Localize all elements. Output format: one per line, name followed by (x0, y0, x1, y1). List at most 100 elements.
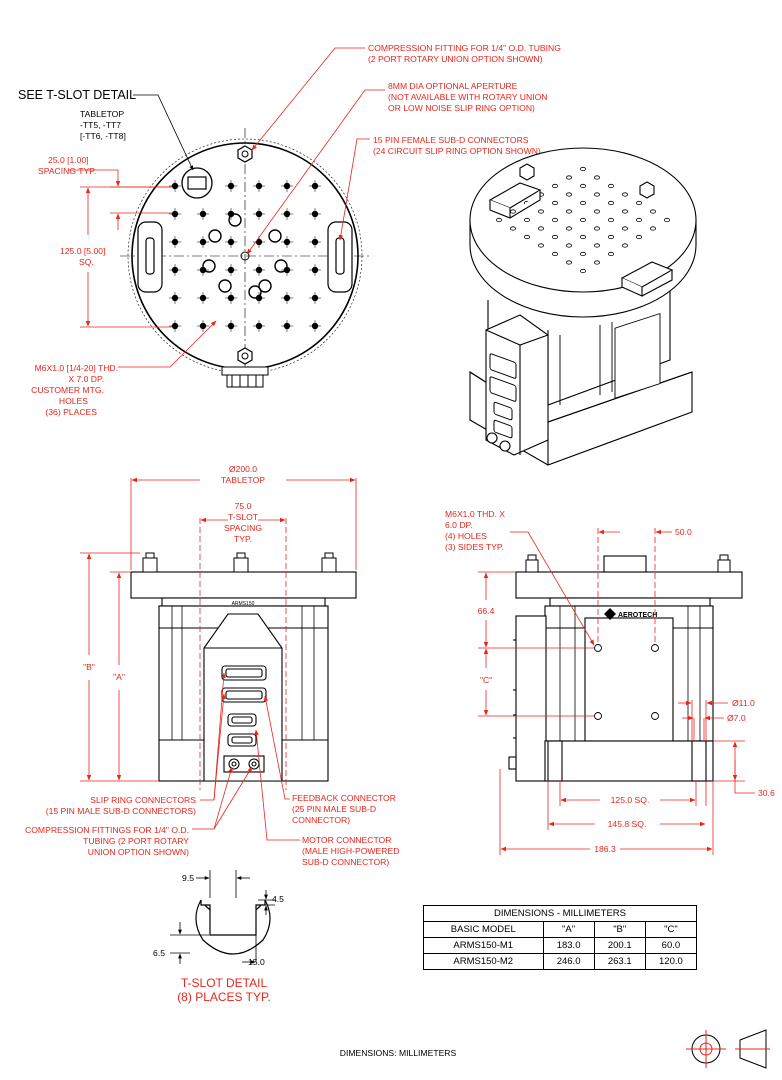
iso-tabletop-hole (552, 200, 559, 206)
aperture-hole (240, 251, 250, 261)
table-row: ARMS150-M1 183.0 200.1 60.0 (423, 937, 698, 954)
iso-tabletop-hole (636, 200, 643, 206)
compression-front-3: UNION OPTION SHOWN) (88, 847, 189, 857)
sq125-label-1: 125.0 [5.00] (60, 246, 105, 256)
table-cell: 263.1 (593, 953, 646, 970)
iso-tabletop-hole (552, 217, 559, 223)
motor-1: MOTOR CONNECTOR (302, 835, 391, 845)
iso-tabletop-hole (580, 251, 587, 257)
tabletop-option-2: -TT5, -TT7 (80, 120, 121, 130)
iso-tabletop-hole (566, 260, 573, 265)
table-title: DIMENSIONS - MILLIMETERS (423, 905, 697, 922)
spacing-label-2: SPACING TYP. (38, 166, 96, 176)
iso-tabletop-hole (594, 226, 601, 231)
motor-2: (MALE HIGH-POWERED (302, 846, 399, 856)
table-header: "A" (542, 921, 595, 938)
iso-tabletop-hole (566, 209, 573, 214)
tabletop-dia-1: Ø200.0 (229, 464, 257, 474)
iso-tabletop-hole (580, 268, 587, 274)
tslot-15: 15.0 (248, 957, 265, 967)
aperture-label-2: (NOT AVAILABLE WITH ROTARY UNION (388, 92, 548, 102)
iso-tabletop-hole (594, 175, 601, 180)
subd-label-2: (24 CIRCUIT SLIP RING OPTION SHOWN) (373, 146, 541, 156)
iso-tabletop-hole (524, 217, 531, 223)
mtg-holes-2: X 7.0 DP. (68, 374, 104, 384)
spacing-label-1: 25.0 [1.00] (48, 155, 89, 165)
third-angle-projection-symbol (686, 1029, 770, 1069)
iso-tabletop-hole (608, 234, 615, 240)
side-holes-4: (3) SIDES TYP. (445, 542, 504, 552)
dim-7: Ø7.0 (727, 713, 746, 723)
iso-tabletop-hole (509, 209, 516, 214)
iso-tabletop-hole (495, 217, 502, 223)
table-header: "C" (644, 921, 698, 938)
iso-tabletop-hole (650, 209, 657, 214)
compression-front-1: COMPRESSION FITTINGS FOR 1/4" O.D. (25, 825, 189, 835)
iso-tabletop-hole (566, 175, 573, 180)
table-cell: 120.0 (644, 953, 698, 970)
mtg-holes-3: CUSTOMER MTG. (31, 385, 104, 395)
aperture-label-3: OR LOW NOISE SLIP RING OPTION) (388, 103, 535, 113)
front-view (130, 552, 357, 782)
iso-tabletop-hole (524, 234, 531, 240)
side-holes-3: (4) HOLES (445, 531, 487, 541)
tslot-spacing-1: 75.0 (235, 501, 252, 511)
counterbore-hole (258, 279, 272, 293)
aperture-label-1: 8MM DIA OPTIONAL APERTURE (388, 81, 518, 91)
table-cell: 200.1 (593, 937, 646, 954)
aerotech-logo: AEROTECH (604, 608, 657, 620)
iso-tabletop-hole (650, 226, 657, 231)
table-row: ARMS150-M2 246.0 263.1 120.0 (423, 953, 698, 970)
dim-50: 50.0 (675, 527, 692, 537)
iso-tabletop-hole (622, 226, 629, 231)
iso-tabletop-hole (594, 192, 601, 197)
dim-1458sq: 145.8 SQ. (608, 819, 647, 829)
motor-connector-top-view (221, 366, 269, 388)
counterbore-hole (248, 285, 262, 299)
table-header-row: BASIC MODEL "A" "B" "C" (423, 921, 698, 938)
tslot-65: 6.5 (153, 948, 165, 958)
see-tslot-label: SEE T-SLOT DETAIL (18, 88, 136, 102)
tslot-spacing-4: TYP. (234, 534, 252, 544)
mtg-holes-5: (36) PLACES (45, 407, 97, 417)
see-tslot-label-group: SEE T-SLOT DETAIL (18, 88, 136, 102)
side-holes-2: 6.0 DP. (445, 520, 473, 530)
feedback-1: FEEDBACK CONNECTOR (292, 793, 396, 803)
iso-tabletop-hole (594, 209, 601, 214)
table-cell: ARMS150-M2 (423, 953, 544, 970)
tslot-spacing-2: T-SLOT (228, 512, 259, 522)
tslot-detail (170, 870, 275, 964)
slip-ring-2: (15 PIN MALE SUB-D CONNECTORS) (46, 806, 196, 816)
tslot-spacing-3: SPACING (224, 523, 262, 533)
iso-tabletop-hole (594, 243, 601, 248)
table-header: "B" (593, 921, 646, 938)
iso-tabletop-hole (608, 183, 615, 189)
sq125-label-2: SQ. (79, 257, 94, 267)
dim-664: 66.4 (478, 606, 495, 616)
subd-connector-right (327, 221, 353, 293)
compression-fitting-bottom (237, 347, 253, 365)
compression-fitting-top (237, 145, 253, 163)
table-cell: ARMS150-M1 (423, 937, 544, 954)
dim-306: 30.6 (758, 788, 775, 798)
iso-tabletop-hole (608, 200, 615, 206)
side-holes-1: M6X1.0 THD. X (445, 509, 505, 519)
subd-label-1: 15 PIN FEMALE SUB-D CONNECTORS (373, 135, 529, 145)
tabletop-dia-2: TABLETOP (221, 475, 265, 485)
counterbore-hole (274, 259, 288, 273)
mtg-holes-4: HOLES (59, 396, 88, 406)
aerotech-logo-text: AEROTECH (618, 612, 657, 619)
iso-tabletop-hole (580, 200, 587, 206)
counterbore-hole (268, 229, 282, 243)
counterbore-hole (218, 279, 232, 293)
mounting-hole-grid (169, 180, 321, 332)
iso-tabletop-hole (664, 217, 671, 223)
iso-tabletop-hole (580, 183, 587, 189)
tslot-95: 9.5 (182, 873, 194, 883)
iso-tabletop-hole (580, 166, 587, 172)
iso-tabletop-hole (594, 260, 601, 265)
iso-tabletop-hole (636, 234, 643, 240)
iso-tabletop-hole (566, 226, 573, 231)
counterbore-hole (202, 259, 216, 273)
